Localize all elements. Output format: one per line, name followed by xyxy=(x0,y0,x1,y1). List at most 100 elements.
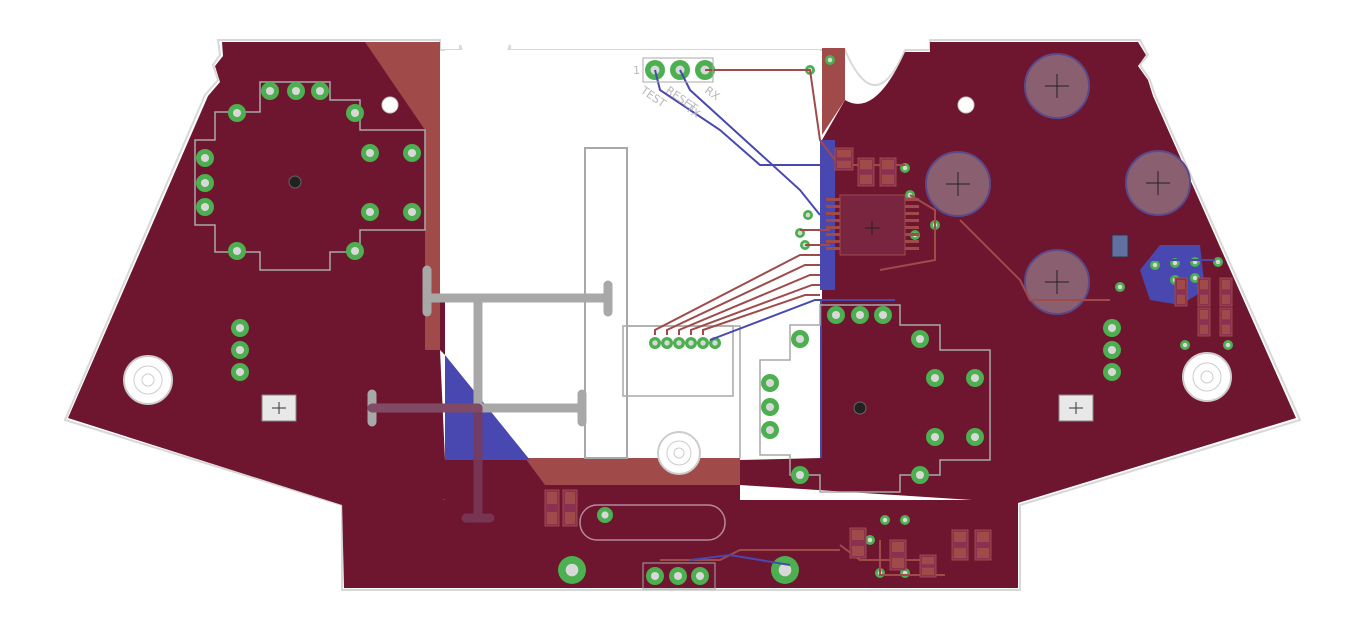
smd-pad xyxy=(882,174,894,184)
mcu-pin xyxy=(826,212,840,215)
smd-pad xyxy=(547,512,557,524)
pad-drill xyxy=(407,207,417,217)
pad-drill xyxy=(650,571,660,581)
joystick-left-pad xyxy=(228,242,246,260)
smd-part xyxy=(544,489,560,527)
smd-part xyxy=(974,529,992,561)
joystick-left-pad xyxy=(196,149,214,167)
pad-drill xyxy=(664,340,670,346)
via xyxy=(1115,282,1125,292)
pad-drill xyxy=(1172,260,1178,266)
joystick-left-pad xyxy=(287,82,305,100)
pad-drill xyxy=(200,202,210,212)
joystick-right xyxy=(759,304,991,493)
pad-drill xyxy=(365,207,375,217)
regulator-part xyxy=(1219,277,1233,307)
smd-pad xyxy=(977,532,989,542)
via xyxy=(1150,260,1160,270)
joystick-right-pad xyxy=(874,306,892,324)
smd-pad xyxy=(1200,294,1208,304)
mcu-pin xyxy=(905,212,919,215)
smd-pad xyxy=(860,174,872,184)
pad-drill xyxy=(1117,284,1123,290)
left-copper-pour xyxy=(68,42,740,505)
pad-drill xyxy=(601,511,609,519)
pad-drill xyxy=(291,86,301,96)
joystick-left-pad xyxy=(228,104,246,122)
smd-pad xyxy=(1222,324,1230,334)
joystick-right-pad xyxy=(966,369,984,387)
smd-pad xyxy=(837,160,851,168)
joystick-right-pad xyxy=(911,466,929,484)
connector-pad xyxy=(661,337,673,349)
via xyxy=(1223,340,1233,350)
center-open-lower xyxy=(530,350,820,458)
smd-pad xyxy=(954,548,966,558)
smd-pad xyxy=(547,492,557,504)
pad-drill xyxy=(915,334,925,344)
smd-pad xyxy=(1177,294,1185,304)
smd-pad xyxy=(1200,310,1208,320)
pad-drill xyxy=(712,340,718,346)
regulator-part xyxy=(1174,277,1188,307)
smd-part xyxy=(889,539,907,571)
mcu-pin xyxy=(905,226,919,229)
via xyxy=(880,515,890,525)
smd-part xyxy=(951,529,969,561)
smd-pad xyxy=(922,567,934,575)
center-open-area xyxy=(445,50,820,350)
bottom-traces xyxy=(654,69,1215,566)
pad-drill xyxy=(902,165,908,171)
joystick-left-pad xyxy=(403,203,421,221)
pad-drill xyxy=(878,310,888,320)
joystick-right-pad xyxy=(761,421,779,439)
joystick-left-pad xyxy=(346,104,364,122)
top-copper-region-left-fix xyxy=(440,300,445,355)
smd-pad xyxy=(1222,294,1230,304)
pad-drill xyxy=(930,373,940,383)
joystick-left-pad xyxy=(311,82,329,100)
smd-pad xyxy=(565,492,575,504)
smd-pad xyxy=(565,512,575,524)
smd-pad xyxy=(1177,280,1185,290)
mcu-pin xyxy=(905,219,919,222)
led-pad xyxy=(1103,363,1121,381)
pad-drill xyxy=(1182,342,1188,348)
mcu-pin xyxy=(826,240,840,243)
pad-drill xyxy=(200,178,210,188)
joystick-left-pad xyxy=(196,198,214,216)
pad-drill xyxy=(407,148,417,158)
button-a xyxy=(1024,53,1090,119)
pad-drill xyxy=(1107,323,1117,333)
bottom-header-outline xyxy=(642,562,716,590)
pad-drill xyxy=(970,432,980,442)
mcu-pin xyxy=(826,205,840,208)
smd-part xyxy=(562,489,578,527)
pad-drill xyxy=(350,246,360,256)
joystick-right-pad xyxy=(761,374,779,392)
smd-pad xyxy=(860,160,872,170)
pad-drill xyxy=(673,571,683,581)
smd-pad xyxy=(1222,280,1230,290)
pad-drill xyxy=(778,563,792,577)
header-pin1-label: 1 xyxy=(633,64,640,77)
mcu-pin xyxy=(905,205,919,208)
smd-pad xyxy=(977,548,989,558)
via xyxy=(803,210,813,220)
top-copper-region-right xyxy=(822,48,845,135)
mcu-pin xyxy=(905,247,919,250)
joystick-right-pad xyxy=(791,330,809,348)
led-pad xyxy=(1103,341,1121,359)
small-ic xyxy=(1111,234,1129,258)
pad-drill xyxy=(970,373,980,383)
module-outline xyxy=(584,147,628,459)
smd-pad xyxy=(882,160,894,170)
bottom-header-pad xyxy=(669,567,687,585)
switch-left xyxy=(261,394,297,422)
joystick-left-pad xyxy=(361,144,379,162)
pad-drill xyxy=(265,86,275,96)
smd-pad xyxy=(954,532,966,542)
pad-drill xyxy=(797,230,803,236)
joystick-right-pad xyxy=(966,428,984,446)
mcu-pin xyxy=(905,198,919,201)
